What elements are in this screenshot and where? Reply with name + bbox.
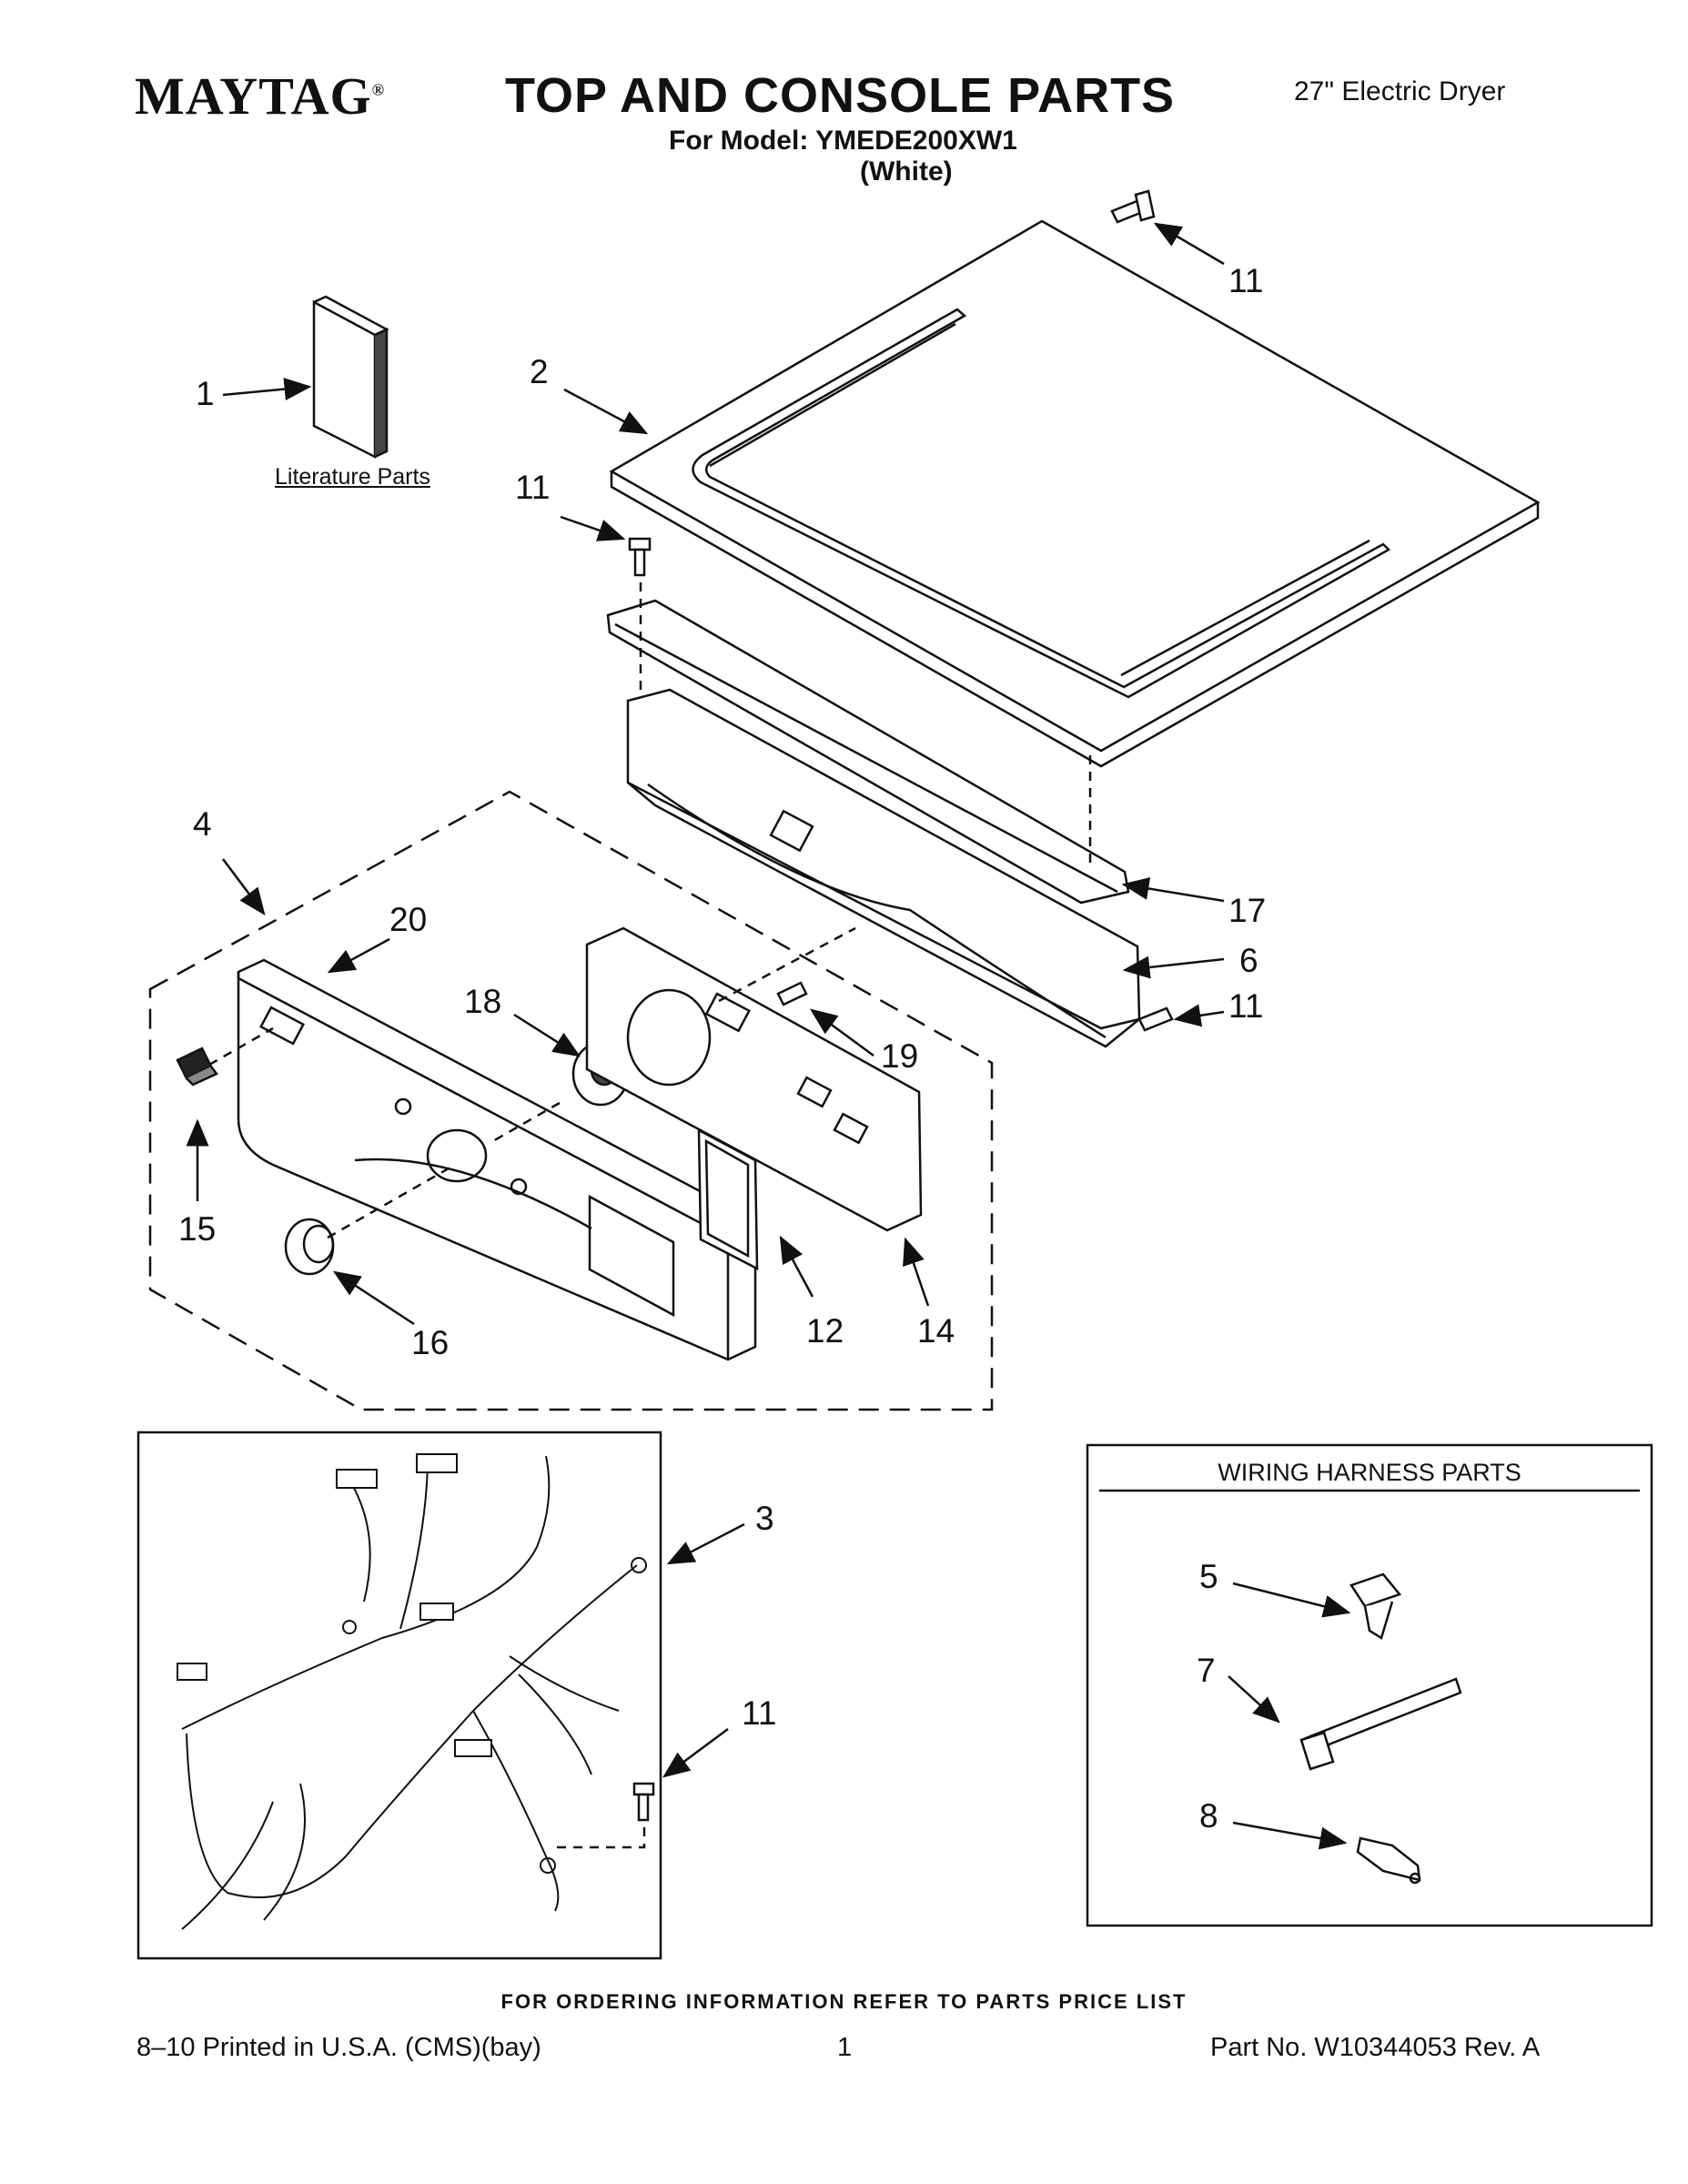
wiring-parts-title: WIRING HARNESS PARTS (1218, 1459, 1521, 1486)
literature-parts-label: Literature Parts (275, 464, 430, 490)
callout-16: 16 (411, 1324, 450, 1361)
leader-11d (662, 1727, 729, 1778)
callout-11-middle: 11 (515, 469, 551, 506)
leader-12 (779, 1235, 814, 1298)
callout-15: 15 (178, 1210, 217, 1248)
callout-20: 20 (389, 901, 428, 938)
leader-2 (563, 388, 649, 435)
leader-3 (666, 1522, 745, 1565)
color-line: (White) (860, 157, 953, 187)
console-assembly-boundary (148, 790, 994, 1411)
leader-1 (222, 378, 312, 401)
terminal-part (1356, 1836, 1421, 1885)
registered-mark: ® (371, 80, 386, 99)
screw-part-harness (632, 1782, 655, 1822)
callout-12: 12 (806, 1312, 844, 1350)
callout-2: 2 (530, 353, 549, 390)
leader-16 (332, 1270, 415, 1326)
display-lens-part (697, 1127, 759, 1271)
leader-11a (1153, 222, 1225, 266)
brand-logo: MAYTAG® (135, 66, 385, 126)
leader-6 (1122, 956, 1225, 979)
callout-18: 18 (464, 983, 502, 1020)
callout-17: 17 (1228, 892, 1267, 929)
wiring-parts-box (1086, 1443, 1653, 1927)
callout-8: 8 (1199, 1797, 1218, 1835)
callout-1: 1 (196, 375, 215, 412)
top-panel-part (609, 219, 1541, 768)
page-number: 1 (837, 2033, 853, 2062)
callout-3: 3 (755, 1500, 774, 1537)
part-number: Part No. W10344053 Rev. A (1210, 2033, 1541, 2062)
wiring-harness-box (136, 1431, 662, 1960)
product-label: 27" Electric Dryer (1294, 76, 1506, 106)
ordering-note: FOR ORDERING INFORMATION REFER TO PARTS … (500, 1990, 1188, 2013)
console-back-panel-part (626, 688, 1141, 1048)
screw-part-middle (628, 537, 652, 577)
callout-14: 14 (917, 1312, 955, 1350)
screw-part-board (776, 981, 808, 1006)
callout-19: 19 (881, 1037, 919, 1075)
leader-4 (222, 858, 266, 915)
page-title: TOP AND CONSOLE PARTS (505, 68, 1176, 123)
console-panel-part (237, 958, 757, 1361)
brand-name: MAYTAG (135, 66, 372, 126)
button-part (176, 1046, 218, 1087)
leader-7 (1228, 1675, 1280, 1724)
leader-20 (327, 937, 390, 974)
callout-7: 7 (1197, 1652, 1216, 1689)
callout-11-top: 11 (1228, 262, 1264, 299)
leader-18 (513, 1013, 581, 1057)
screw-part-top (1110, 189, 1156, 224)
callout-11-harness: 11 (742, 1694, 777, 1732)
leader-19 (809, 1008, 874, 1057)
leader-8 (1232, 1821, 1348, 1850)
leader-5 (1232, 1582, 1351, 1618)
callout-5: 5 (1199, 1558, 1218, 1595)
print-info: 8–10 Printed in U.S.A. (CMS)(bay) (136, 2033, 541, 2062)
literature-booklet-part (312, 295, 389, 460)
leader-11b (560, 515, 626, 541)
leader-14 (903, 1237, 930, 1307)
callout-6: 6 (1239, 942, 1258, 979)
leader-17 (1121, 877, 1225, 903)
control-board-part (585, 926, 923, 1232)
screw-part-right (1137, 1006, 1174, 1032)
clip-part (1349, 1572, 1402, 1640)
model-line: For Model: YMEDE200XW1 (669, 126, 1017, 156)
leader-11c (1173, 1004, 1225, 1027)
wiring-harness-part (177, 1453, 647, 1930)
callout-4: 4 (193, 805, 212, 843)
callout-11-right: 11 (1228, 987, 1264, 1025)
cable-tie-part (1299, 1677, 1462, 1771)
knob-part (284, 1218, 335, 1276)
